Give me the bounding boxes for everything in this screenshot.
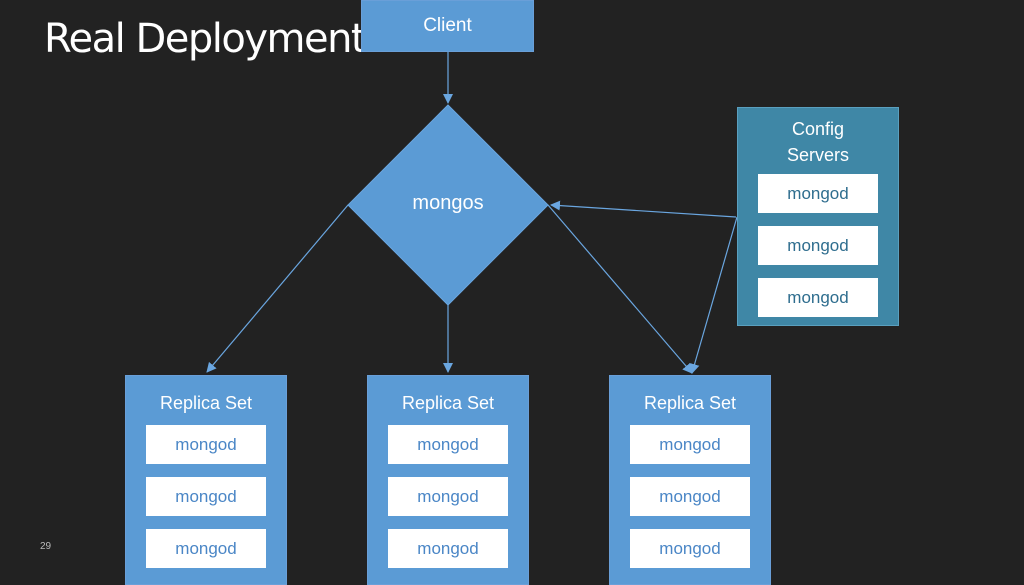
config-node[interactable]: mongod (758, 174, 878, 213)
slide-title: Real Deployment (44, 16, 367, 62)
client-box[interactable]: Client (361, 0, 534, 52)
replica-set-label: Replica Set (159, 393, 253, 413)
config-servers-label-line2: Servers (786, 145, 849, 165)
mongos-label: mongos (412, 192, 484, 214)
replica-node[interactable]: mongod (388, 529, 508, 568)
mongos-to-replica-set-1-arrow (206, 204, 349, 373)
client-label: Client (423, 15, 472, 36)
config-to-mongos-arrow (550, 200, 737, 218)
mongos-to-replica-set-3-arrow (547, 204, 693, 374)
replica-node[interactable]: mongod (146, 529, 266, 568)
replica-set-2-box[interactable]: Replica Set mongod mongod mongod (367, 375, 529, 585)
replica-set-3-box[interactable]: Replica Set mongod mongod mongod (609, 375, 771, 585)
replica-node[interactable]: mongod (388, 425, 508, 464)
replica-node[interactable]: mongod (388, 477, 508, 516)
config-servers-box[interactable]: Config Servers mongod mongod mongod (737, 107, 899, 326)
replica-set-label: Replica Set (643, 393, 737, 413)
replica-node[interactable]: mongod (630, 425, 750, 464)
config-node[interactable]: mongod (758, 278, 878, 317)
config-node[interactable]: mongod (758, 226, 878, 265)
replica-set-1-box[interactable]: Replica Set mongod mongod mongod (125, 375, 287, 585)
replica-node[interactable]: mongod (630, 477, 750, 516)
replica-set-label: Replica Set (401, 393, 495, 413)
page-number: 29 (40, 541, 52, 552)
config-servers-label-line1: Config (791, 119, 845, 139)
replica-node[interactable]: mongod (146, 477, 266, 516)
config-to-replica-set-3-arrow (689, 216, 738, 374)
replica-node[interactable]: mongod (146, 425, 266, 464)
replica-node[interactable]: mongod (630, 529, 750, 568)
